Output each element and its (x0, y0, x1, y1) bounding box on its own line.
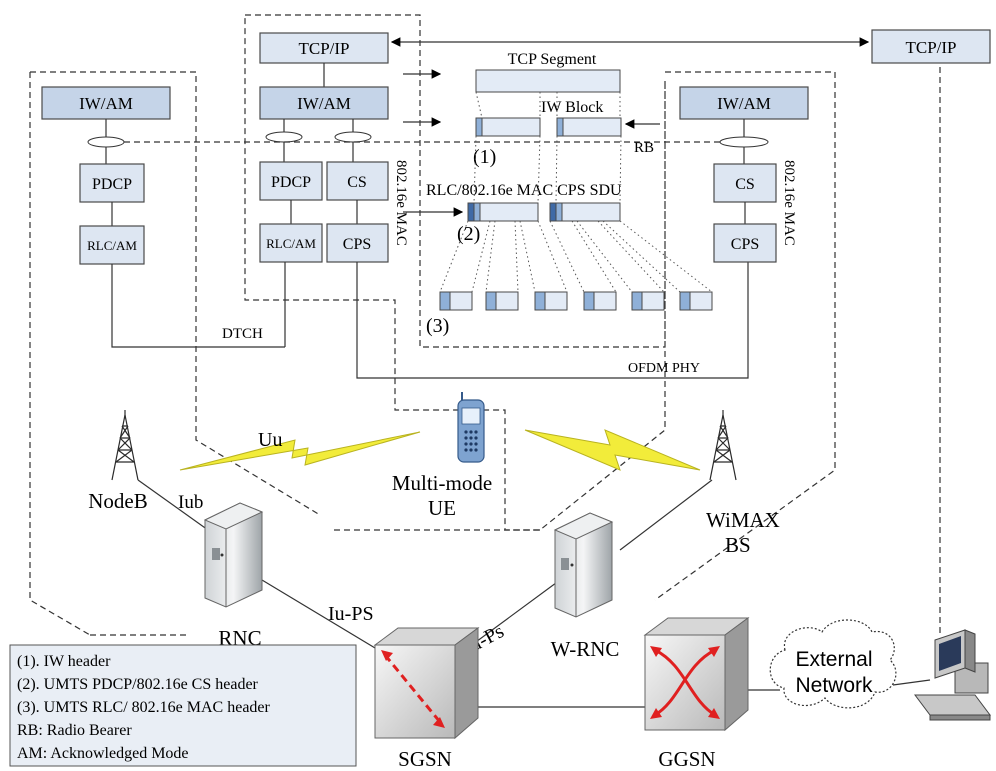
rnc-server-icon (203, 502, 264, 608)
dtch-label: DTCH (222, 326, 263, 342)
external-network-label-line2: Network (795, 674, 873, 697)
iu-ps-label: Iu-PS (328, 603, 374, 625)
legend-item-3: (3). UMTS RLC/ 802.16e MAC header (17, 699, 271, 716)
cs-ue-label: CS (347, 174, 367, 191)
tcpip-ue-label: TCP/IP (298, 39, 349, 58)
rb-ellipse-wimax (719, 136, 769, 148)
rlcam-umts-box (79, 225, 145, 265)
iwam-ue-box (259, 86, 389, 120)
legend-item-1: (1). IW header (17, 653, 111, 670)
w-rnc-server-icon (553, 512, 614, 618)
legend-item-4: RB: Radio Bearer (17, 722, 132, 739)
sgsn-router-icon (373, 627, 480, 740)
mac-header-1 (439, 291, 451, 311)
rb-label: RB (634, 140, 654, 156)
iw-header-sdu-1 (473, 202, 481, 222)
mac-wimax-label: 802.16e MAC (781, 160, 797, 246)
iw-header-sdu-2 (555, 202, 563, 222)
w-rnc-label: W-RNC (551, 637, 620, 661)
external-network-cloud (769, 619, 897, 709)
mark-1-label: (1) (473, 146, 496, 168)
cs-header-2 (549, 202, 557, 222)
wimax-region-outline (654, 71, 836, 601)
wimax-bs-label-line1: WiMAX (706, 508, 780, 532)
uu-lightning-bolt (179, 431, 421, 471)
mark-2-label: (2) (457, 223, 480, 245)
legend-box (9, 644, 357, 767)
sdu-label: RLC/802.16e MAC CPS SDU (426, 182, 622, 199)
pdcp-umts-box (79, 163, 145, 203)
ggsn-label: GGSN (658, 747, 715, 771)
ue-label-line2: UE (428, 496, 456, 520)
server-computer-icon (914, 629, 991, 721)
tcp-segment-block (475, 69, 621, 93)
iwam-umts-label: IW/AM (79, 94, 133, 113)
iw-header-2 (556, 117, 564, 137)
mac-header-5 (631, 291, 643, 311)
mac-pdu-row (439, 291, 713, 311)
cs-wimax-box (713, 163, 777, 203)
umts-region-left (29, 72, 91, 636)
iw-block-2 (556, 117, 622, 137)
mark-3-label: (3) (426, 315, 449, 337)
uu-label: Uu (258, 429, 282, 451)
iw-header-1 (475, 117, 483, 137)
mac-header-2 (485, 291, 497, 311)
cps-wimax-box (713, 223, 777, 263)
external-network-label-line1: External (795, 648, 872, 671)
wimax-bs-label-line2: BS (725, 533, 751, 557)
mac-header-4 (583, 291, 595, 311)
cs-header-1 (467, 202, 475, 222)
rb-ellipse-umts (87, 136, 125, 148)
iw-block-label: IW Block (541, 99, 603, 116)
cs-wimax-label: CS (735, 176, 755, 193)
tcpip-server-box (871, 29, 991, 64)
wimax-bs-tower-icon (709, 410, 737, 481)
iwam-umts-box (41, 86, 171, 120)
tcpip-server-label: TCP/IP (905, 38, 956, 57)
rlcam-umts-label: RLC/AM (87, 238, 137, 253)
rb-ellipse-ue-1 (265, 131, 303, 143)
ofdm-phy-line (356, 262, 749, 379)
nodeb-tower-icon (111, 410, 139, 481)
dtch-line (111, 264, 285, 348)
wimax-bs-link (619, 479, 713, 551)
wimax-lightning-bolt (524, 429, 701, 471)
iub-label: Iub (178, 492, 203, 513)
cps-ue-label: CPS (343, 236, 371, 253)
mac-pdu-dots (439, 220, 713, 293)
iwam-wimax-label: IW/AM (717, 94, 771, 113)
external-server-link (892, 679, 931, 686)
multi-mode-ue-phone-icon (457, 392, 485, 463)
pdcp-ue-label: PDCP (271, 174, 311, 191)
legend-item-5: AM: Acknowledged Mode (17, 745, 189, 762)
mac-header-6 (679, 291, 691, 311)
rlcam-ue-label: RLC/AM (266, 236, 316, 251)
nodeb-label: NodeB (88, 489, 148, 513)
ue-label-line1: Multi-mode (392, 471, 492, 495)
cps-ue-box (326, 223, 389, 263)
tcpip-ue-box (259, 32, 389, 64)
legend-item-2: (2). UMTS PDCP/802.16e CS header (17, 676, 259, 693)
iw-block-1 (475, 117, 541, 137)
iub-link (137, 479, 216, 536)
ue-region-outline (244, 14, 666, 531)
dot-tcp-1 (475, 91, 483, 119)
ggsn-router-icon (643, 617, 750, 732)
mac-header-3 (534, 291, 546, 311)
pdcp-umts-label: PDCP (92, 176, 132, 193)
iu-ps-link (261, 579, 396, 661)
rlcam-ue-box (259, 223, 323, 263)
iu-ps2-link (464, 579, 561, 651)
cps-wimax-label: CPS (731, 236, 759, 253)
umts-region-outline (30, 71, 321, 516)
tcp-segment-label: TCP Segment (508, 51, 597, 68)
rb-ellipse-ue-2 (334, 131, 372, 143)
mac-ue-label: 802.16e MAC (393, 160, 409, 246)
sgsn-label: SGSN (398, 747, 452, 771)
iwam-ue-label: IW/AM (297, 94, 351, 113)
ofdm-label: OFDM PHY (628, 361, 700, 376)
